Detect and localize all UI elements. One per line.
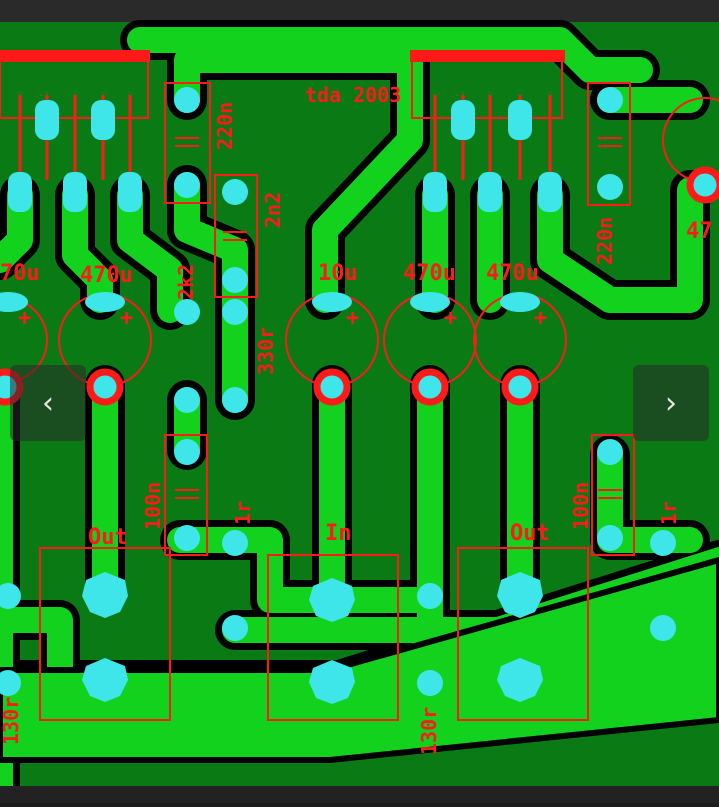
capacitor-ring-pads	[0, 166, 719, 406]
label-1r-left: 1r	[231, 501, 255, 525]
pads	[0, 87, 676, 704]
label-470u-mid2: 470u	[486, 261, 539, 286]
label-470u-left: 470u	[80, 263, 133, 288]
label-100n-left: 100n	[141, 482, 165, 530]
label-10u: 10u	[318, 261, 358, 286]
label-130r-mid: 130r	[417, 707, 441, 755]
plus-sign-1: +	[120, 306, 133, 331]
label-470u-left-edge: 70u	[0, 261, 40, 286]
plus-sign-3: +	[444, 306, 457, 331]
label-220n-right: 220n	[593, 217, 617, 265]
chevron-left-icon: ‹	[42, 385, 54, 421]
chip-outlines	[0, 57, 635, 721]
label-220n-top: 220n	[213, 102, 237, 150]
heatsink-tab-left	[0, 50, 150, 62]
capacitor-symbols	[175, 137, 622, 499]
top-bar	[0, 0, 719, 22]
chevron-right-icon: ›	[665, 385, 677, 421]
label-130r-left: 130r	[0, 697, 23, 745]
heatsink-tab-right	[410, 50, 565, 62]
label-2n2: 2n2	[261, 192, 285, 228]
label-1r-right: 1r	[657, 501, 681, 525]
silkscreen-labels: tda 2003 70u 470u 10u 470u 470u 47 Out I…	[0, 83, 713, 755]
plus-sign-5: +	[18, 306, 31, 331]
label-out-right: Out	[510, 521, 550, 546]
chip-label: tda 2003	[305, 83, 401, 107]
plus-sign-2: +	[346, 306, 359, 331]
next-image-button[interactable]: ›	[633, 365, 709, 441]
label-330r: 330r	[254, 327, 278, 375]
label-out-left: Out	[88, 525, 128, 550]
previous-image-button[interactable]: ‹	[10, 365, 86, 441]
plus-sign-4: +	[534, 306, 547, 331]
label-in: In	[325, 521, 352, 546]
label-100n-right: 100n	[569, 482, 593, 530]
bottom-bar	[0, 786, 719, 803]
label-470-right: 47	[686, 219, 713, 244]
label-470u-mid1: 470u	[403, 261, 456, 286]
label-2k2: 2k2	[174, 264, 198, 300]
